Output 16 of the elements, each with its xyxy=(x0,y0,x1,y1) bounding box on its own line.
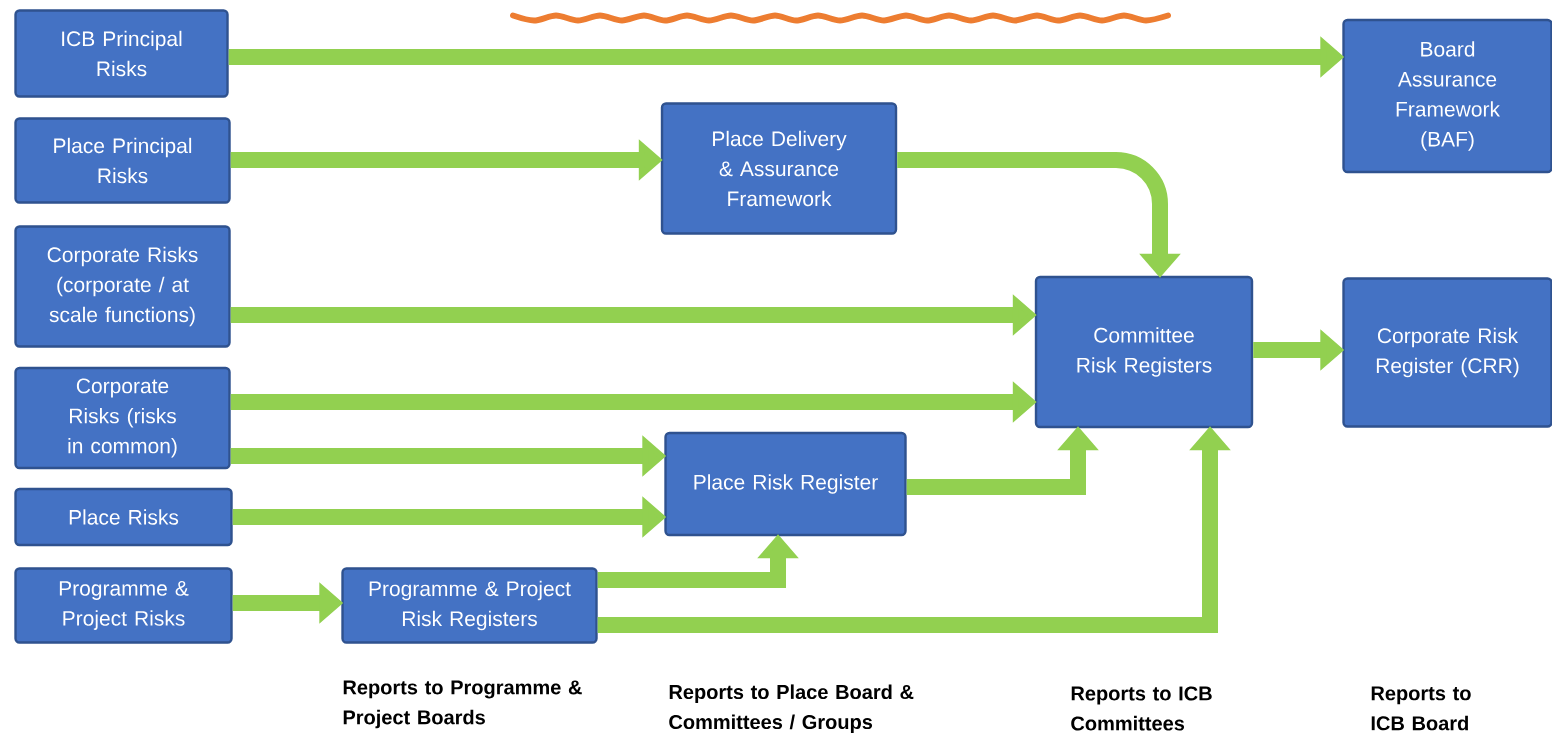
process-box: Programme & Project Risk Registers xyxy=(341,567,598,644)
process-box: Place Principal Risks xyxy=(14,117,231,204)
process-box: Board Assurance Framework (BAF) xyxy=(1342,18,1552,174)
process-box: Corporate Risk Register (CRR) xyxy=(1342,277,1552,428)
process-box: Programme & Project Risks xyxy=(14,567,233,644)
caption-text: Reports to ICB Board xyxy=(1371,686,1471,731)
caption-text: Reports to Place Board & Committees / Groups xyxy=(669,684,914,734)
process-box: ICB Principal Risks xyxy=(14,9,229,98)
process-box: Place Risks xyxy=(14,487,233,547)
caption-text: Reports to ICB Committees xyxy=(1071,686,1212,731)
process-box: Place Delivery & Assurance Framework xyxy=(660,102,898,235)
process-box: Place Risk Register xyxy=(664,431,907,537)
process-box: Corporate Risks (corporate / at scale functions) xyxy=(14,225,231,348)
process-box: Corporate Risks (risks in common) xyxy=(14,366,231,470)
caption-text: Reports to Programme & Project Boards xyxy=(343,680,582,729)
process-box: Committee Risk Registers xyxy=(1034,275,1254,429)
